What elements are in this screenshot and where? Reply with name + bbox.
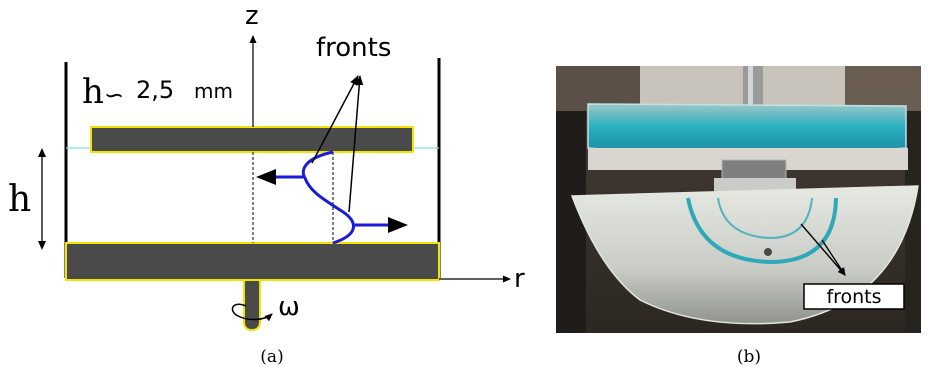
fronts-label-box: [803, 283, 905, 310]
photo-shaft-highlight: [748, 66, 753, 110]
fronts-label-a: fronts: [316, 33, 391, 63]
rotation-shaft: [243, 279, 261, 332]
photo-side-left: [556, 111, 586, 333]
omega-label: ω: [278, 292, 300, 322]
photo-top-dish: [587, 103, 907, 155]
photo-top-plate: [588, 148, 908, 170]
photo-bg-wall: [640, 66, 845, 111]
gap-label-value: 2,5: [136, 76, 174, 104]
gap-label-tilde: ∽: [104, 81, 124, 109]
fronts-label-b: fronts: [826, 286, 881, 308]
h-label: h: [8, 179, 31, 220]
h-dimension-arrowhead-top: [38, 148, 46, 157]
bottom-plate: [65, 242, 440, 281]
photo-hub-lower: [714, 178, 796, 191]
caption-a: (a): [260, 347, 283, 367]
front-arrow-right-head: [388, 217, 408, 233]
photo-bg-right: [845, 66, 921, 111]
caption-b: (b): [737, 347, 761, 367]
gap-label-unit: mm: [194, 79, 233, 103]
panel-b-photograph: fronts (b): [556, 66, 921, 367]
front-arrow-left-head: [256, 169, 276, 185]
fronts-pointer-1: [311, 75, 359, 164]
front-curve-upper: [301, 150, 355, 245]
photo-front-ring-outer: [686, 197, 838, 265]
omega-rotation-arrow-icon: [231, 303, 273, 322]
fronts-pointer-b1: [800, 223, 846, 276]
panel-a-schematic: z r h ∽ 2,5 mm h fronts ω (a): [8, 1, 525, 367]
photo-side-right: [905, 111, 921, 333]
top-plate: [90, 126, 414, 153]
photo-center-spot: [764, 248, 772, 256]
r-axis-label: r: [514, 264, 525, 294]
photo-front-ring-inner: [717, 197, 813, 240]
h-dimension-arrowhead-bottom: [38, 241, 46, 250]
fronts-pointer-b2: [821, 239, 846, 276]
gap-label-h: h: [82, 72, 104, 112]
fronts-pointer-2: [348, 75, 364, 213]
z-axis-label: z: [245, 1, 259, 31]
